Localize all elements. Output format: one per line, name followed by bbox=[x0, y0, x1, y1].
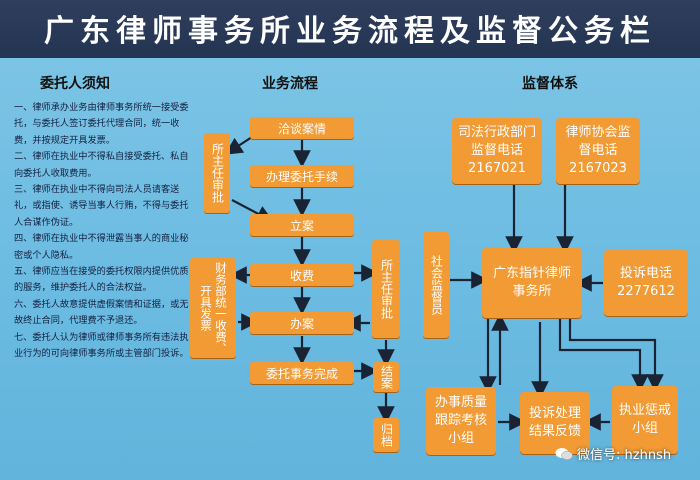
complaint-feedback-box: 投诉处理结果反馈 bbox=[520, 392, 590, 454]
flow-step-handle: 办案 bbox=[250, 312, 354, 334]
complaint-phone-box: 投诉电话 2277612 bbox=[604, 250, 688, 316]
wechat-watermark: 微信号: hzhnsh bbox=[555, 444, 671, 463]
supervision-heading: 监督体系 bbox=[522, 76, 578, 92]
note-item: 七、委托人认为律师或律师事务所有违法执业行为的可向律师事务所或主管部门投诉。 bbox=[14, 331, 189, 360]
lawyers-association-box: 律师协会监督电话 2167023 bbox=[556, 118, 640, 184]
complaint-phone-number: 2277612 bbox=[617, 284, 675, 299]
note-item: 六、委托人故意提供虚假案情和证据，或无故终止合同，代理费不予退还。 bbox=[14, 298, 189, 327]
judicial-department-box: 司法行政部门监督电话 2167021 bbox=[452, 118, 542, 184]
note-item: 四、律师在执业中不得泄露当事人的商业秘密或个人隐私。 bbox=[14, 233, 189, 261]
lawyers-association-label: 律师协会监督电话 bbox=[565, 125, 631, 158]
finance-department-box: 财务部统一收费、开具发票 bbox=[190, 258, 236, 358]
flow-step-file-case: 立案 bbox=[250, 214, 354, 236]
archive-box: 归档 bbox=[373, 418, 399, 452]
flow-step-negotiate: 洽谈案情 bbox=[250, 117, 354, 139]
discipline-group-box: 执业惩戒小组 bbox=[612, 386, 678, 454]
social-supervisor-box: 社会监督员 bbox=[423, 232, 449, 338]
law-firm-center-box: 广东指针律师事务所 bbox=[482, 248, 582, 318]
lawyers-phone: 2167023 bbox=[569, 161, 627, 176]
flow-step-charge: 收费 bbox=[250, 264, 354, 286]
wechat-id: 微信号: hzhnsh bbox=[577, 448, 672, 463]
judicial-phone: 2167021 bbox=[468, 161, 526, 176]
wechat-icon bbox=[555, 447, 573, 461]
close-case-box: 结案 bbox=[373, 362, 399, 392]
notes-heading: 委托人须知 bbox=[40, 76, 110, 92]
complaint-feedback-label: 投诉处理结果反馈 bbox=[528, 406, 581, 439]
quality-review-box: 办事质量跟踪考核小组 bbox=[426, 387, 496, 455]
flow-step-complete: 委托事务完成 bbox=[250, 362, 354, 384]
flow-step-commission: 办理委托手续 bbox=[250, 165, 354, 187]
board-title: 广东律师事务所业务流程及监督公务栏 bbox=[44, 14, 656, 49]
quality-review-label: 办事质量跟踪考核小组 bbox=[434, 395, 487, 446]
flow-heading: 业务流程 bbox=[262, 76, 318, 92]
discipline-group-label: 执业惩戒小组 bbox=[619, 403, 672, 436]
law-firm-name: 广东指针律师事务所 bbox=[492, 266, 571, 299]
judicial-department-label: 司法行政部门监督电话 bbox=[457, 125, 536, 158]
title-bar bbox=[0, 0, 700, 58]
notes-list: 一、律师承办业务由律师事务所统一接受委托，与委托人签订委托代理合同，统一收费，并… bbox=[14, 100, 194, 363]
note-item: 二、律师在执业中不得私自接受委托、私自向委托人收取费用。 bbox=[14, 151, 189, 179]
note-item: 五、律师应当在接受的委托权限内提供优质的服务，维护委托人的合法权益。 bbox=[14, 266, 189, 294]
note-item: 一、律师承办业务由律师事务所统一接受委托，与委托人签订委托代理合同，统一收费，并… bbox=[14, 102, 189, 146]
note-item: 三、律师在执业中不得向司法人员请客送礼，或指使、诱导当事人行贿，不得与委托人合谋… bbox=[14, 184, 189, 228]
complaint-phone-label: 投诉电话 bbox=[619, 266, 672, 281]
director-approval-1: 所主任审批 bbox=[204, 133, 230, 213]
director-approval-2: 所主任审批 bbox=[372, 240, 400, 338]
